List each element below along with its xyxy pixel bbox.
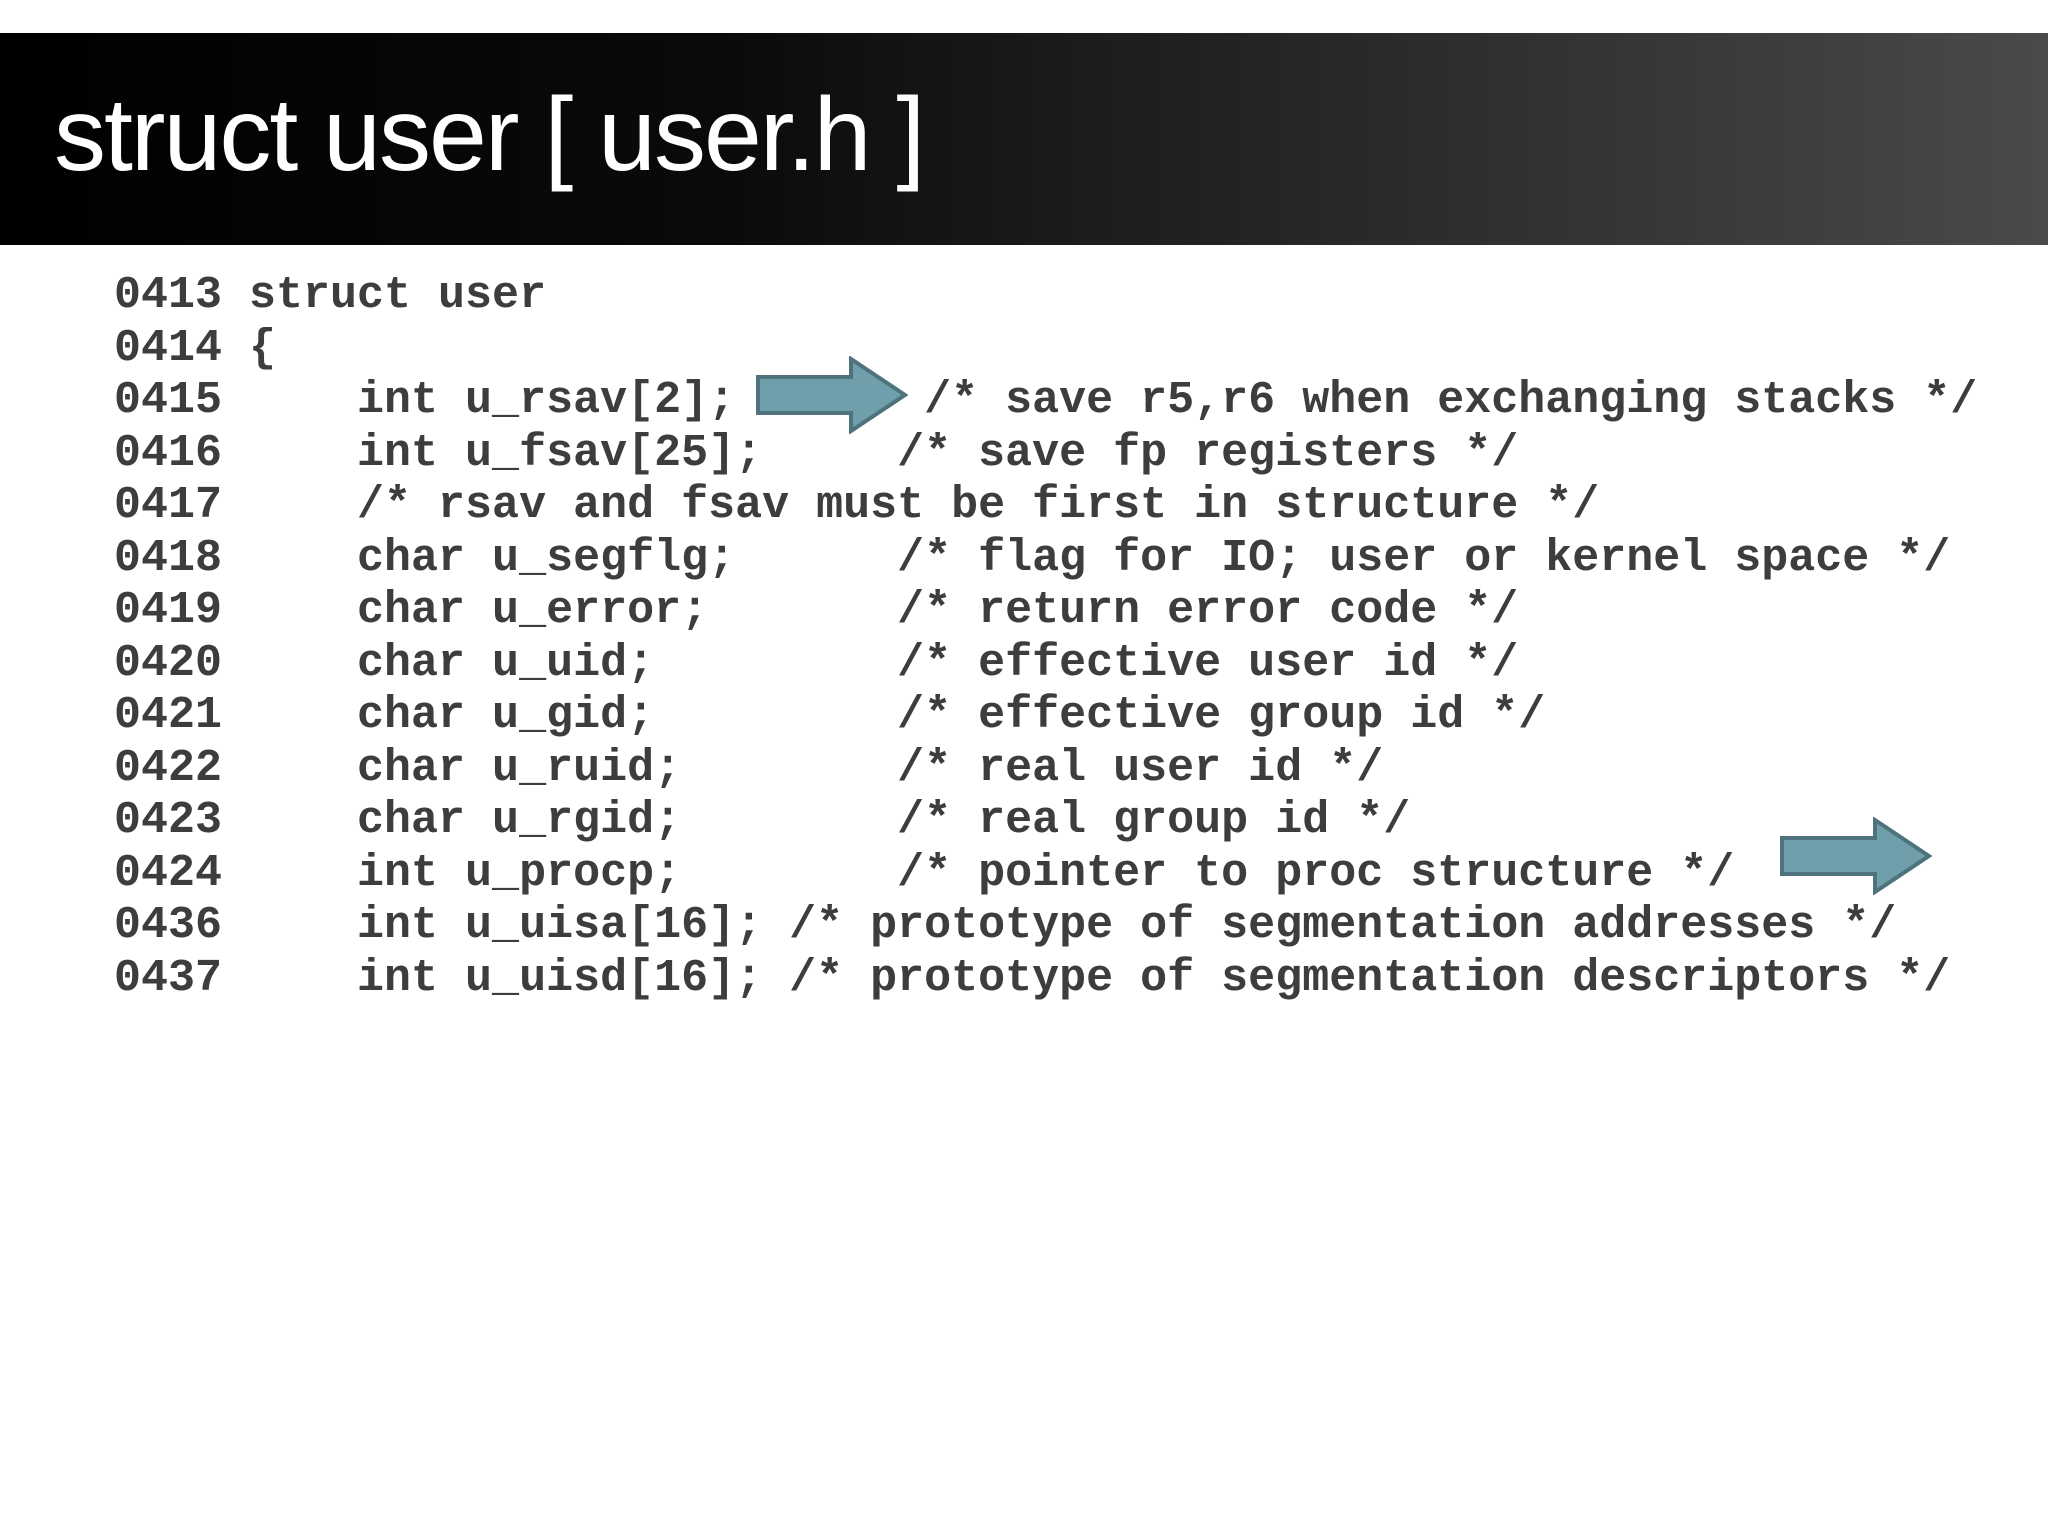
code-line: 0414 { xyxy=(114,322,277,374)
code-line: 0420 char u_uid; /* effective user id */ xyxy=(114,637,1519,689)
code-line: 0423 char u_rgid; /* real group id */ xyxy=(114,795,1411,846)
code-line: 0417 /* rsav and fsav must be first in s… xyxy=(114,480,1600,531)
code-line: 0413 struct user xyxy=(114,270,547,321)
right-arrow-shape xyxy=(756,356,908,434)
right-arrow-icon xyxy=(756,356,908,434)
code-line: 0422 char u_ruid; /* real user id */ xyxy=(114,742,1384,794)
code-line: 0421 char u_gid; /* effective group id *… xyxy=(114,690,1546,741)
code-line: 0419 char u_error; /* return error code … xyxy=(114,585,1519,636)
code-line: 0424 int u_procp; /* pointer to proc str… xyxy=(114,847,1735,899)
code-line: 0436 int u_uisa[16]; /* prototype of seg… xyxy=(114,900,1897,951)
slide-title-bar: struct user [ user.h ] xyxy=(0,33,2048,245)
right-arrow-icon xyxy=(1780,817,1932,895)
code-line: 0415 int u_rsav[2]; /* save r5,r6 when e… xyxy=(114,375,1978,426)
slide-title: struct user [ user.h ] xyxy=(54,77,925,193)
right-arrow-shape xyxy=(1780,817,1932,895)
code-line: 0416 int u_fsav[25]; /* save fp register… xyxy=(114,427,1519,479)
code-line: 0437 int u_uisd[16]; /* prototype of seg… xyxy=(114,952,1951,1004)
code-line: 0418 char u_segflg; /* flag for IO; user… xyxy=(114,532,1951,584)
